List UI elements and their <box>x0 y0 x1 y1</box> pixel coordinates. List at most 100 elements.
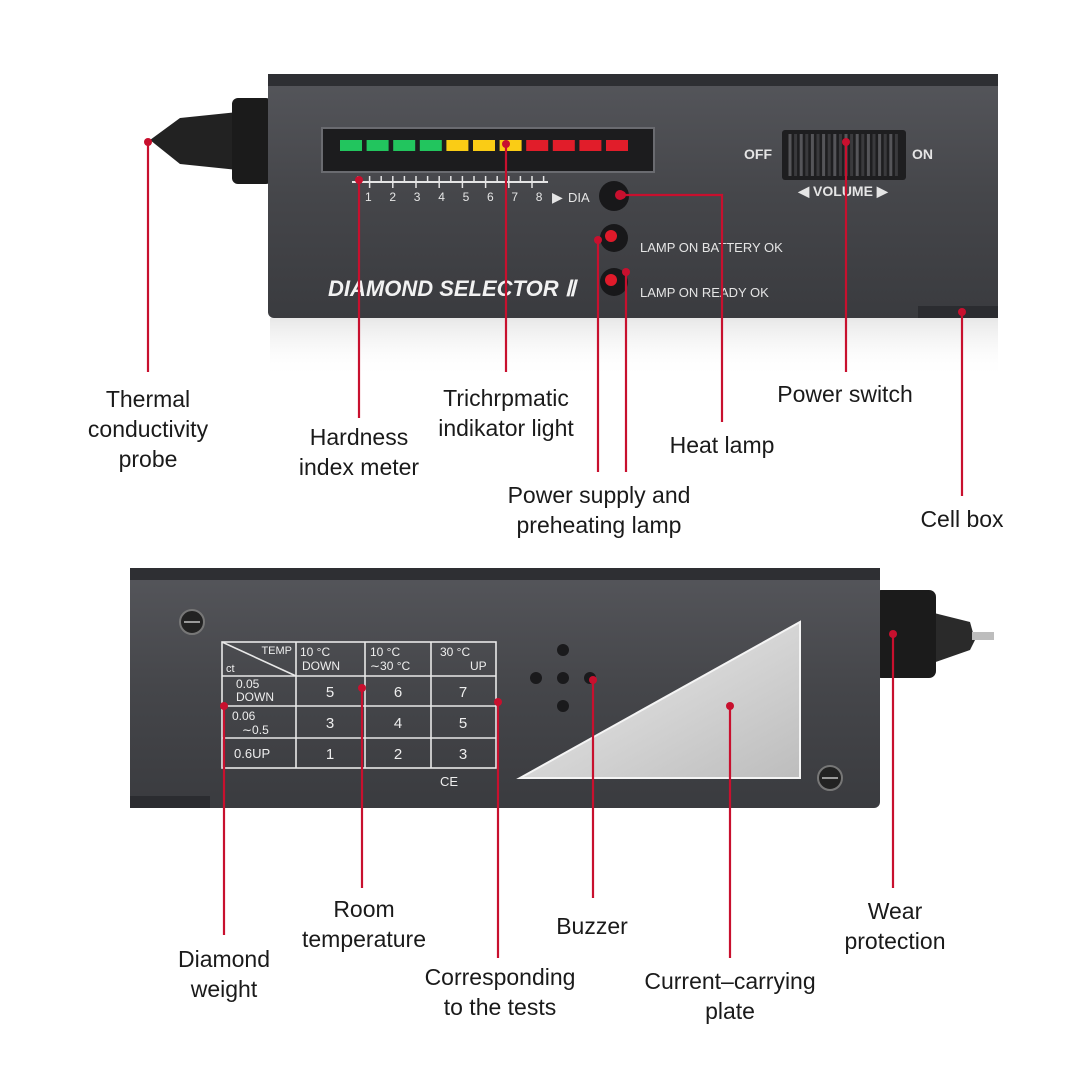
led-segment <box>340 140 362 151</box>
callout-line: Room <box>333 896 395 922</box>
callout-trichromatic-light: Trichrpmatic indikator light <box>416 383 596 443</box>
row-header-1-line1: 0.05 <box>236 677 260 691</box>
scale-number: 8 <box>536 190 543 204</box>
callout-corresponding-tests: Corresponding to the tests <box>402 962 598 1022</box>
on-label: ON <box>912 146 933 162</box>
callout-diamond-weight: Diamond weight <box>156 944 292 1004</box>
callout-line: Buzzer <box>556 913 628 939</box>
scale-number: 5 <box>463 190 470 204</box>
callout-power-supply: Power supply and preheating lamp <box>484 480 714 540</box>
row-header-2-line2: ∼0.5 <box>242 723 269 737</box>
led-segment <box>526 140 549 151</box>
table-cell: 7 <box>459 684 467 701</box>
dia-label: DIA <box>568 190 590 205</box>
table-cell: 3 <box>326 715 334 732</box>
callout-line: weight <box>190 976 258 1002</box>
led-segment <box>606 140 628 151</box>
led-segment <box>446 140 469 151</box>
led-segment <box>473 140 495 151</box>
probe-needle <box>972 632 994 640</box>
callout-line: index meter <box>298 454 420 480</box>
callout-line: Hardness <box>309 424 409 450</box>
scale-number: 7 <box>511 190 518 204</box>
callout-current-plate: Current–carrying plate <box>618 966 842 1026</box>
col-header-2-line2: ∼30 °C <box>370 659 411 673</box>
callout-line: indikator light <box>438 415 574 441</box>
heat-lamp-housing <box>599 181 629 211</box>
col-header-3-line2: UP <box>470 659 487 673</box>
callout-line: Corresponding <box>424 964 576 990</box>
col-header-1-line1: 10 °C <box>300 645 330 659</box>
off-label: OFF <box>744 146 772 162</box>
callout-thermal-probe: Thermal conductivity probe <box>66 384 230 474</box>
led-segment <box>366 140 389 151</box>
col-header-1-line2: DOWN <box>302 659 340 673</box>
temperature-table-grid <box>221 641 497 769</box>
ce-mark: CE <box>440 774 458 789</box>
thermal-probe-tip <box>150 112 238 170</box>
top-device-edge <box>268 74 998 86</box>
ready-lamp <box>605 274 617 286</box>
leader-dots <box>144 138 966 710</box>
scale-number: 2 <box>389 190 396 204</box>
callout-buzzer: Buzzer <box>534 911 650 941</box>
table-cell: 6 <box>394 684 402 701</box>
heat-lamp-leader <box>622 193 724 422</box>
buzzer-holes <box>530 644 596 712</box>
led-segment <box>579 140 602 151</box>
scale-number: 3 <box>414 190 421 204</box>
lamp-ready-label: LAMP ON READY OK <box>640 285 769 300</box>
row-header-2-line1: 0.06 <box>232 709 256 723</box>
bottom-device-edge <box>130 568 880 580</box>
callout-line: Cell box <box>920 506 1004 532</box>
led-segment <box>393 140 416 151</box>
callout-line: temperature <box>301 926 426 952</box>
led-segment <box>552 140 575 151</box>
table-cell: 4 <box>394 715 402 732</box>
callout-line: preheating lamp <box>516 512 682 538</box>
row-header-1-line2: DOWN <box>236 690 274 704</box>
bottom-probe-tip <box>930 612 975 664</box>
callout-line: to the tests <box>443 994 557 1020</box>
table-cell: 2 <box>394 746 402 763</box>
table-corner-temp: TEMP <box>261 645 292 657</box>
scale-number: 1 <box>365 190 372 204</box>
table-corner-ct: ct <box>226 663 235 675</box>
led-segment <box>419 140 442 151</box>
col-header-2-line1: 10 °C <box>370 645 400 659</box>
callout-line: Current–carrying <box>644 968 816 994</box>
led-segment <box>499 140 522 151</box>
volume-label: ◀ VOLUME ▶ <box>797 183 888 199</box>
callout-wear-protection: Wear protection <box>822 896 968 956</box>
bottom-cell-box <box>130 796 210 808</box>
table-cell: 5 <box>459 715 467 732</box>
top-device-reflection <box>270 318 998 378</box>
temperature-table: TEMP ct 10 °C DOWN 10 °C ∼30 °C 30 °C UP… <box>226 645 487 789</box>
callout-hardness-meter: Hardness index meter <box>278 422 440 482</box>
leader-lines <box>146 142 964 958</box>
callout-line: Heat lamp <box>669 432 775 458</box>
led-bar <box>340 140 628 151</box>
lamp-battery-label: LAMP ON BATTERY OK <box>640 240 783 255</box>
probe-collar <box>232 98 272 184</box>
table-cell: 5 <box>326 684 334 701</box>
scale-number: 4 <box>438 190 445 204</box>
callout-line: plate <box>705 998 755 1024</box>
col-header-3-line1: 30 °C <box>440 645 470 659</box>
callout-line: conductivity <box>87 416 209 442</box>
callout-room-temperature: Room temperature <box>282 894 446 954</box>
callout-line: Diamond <box>177 946 271 972</box>
wear-protection-collar <box>874 590 936 678</box>
battery-lamp <box>605 230 617 242</box>
dia-arrow: ▶ <box>552 189 563 205</box>
table-cell: 3 <box>459 746 467 763</box>
callout-line: protection <box>844 928 946 954</box>
callout-line: Power supply and <box>507 482 691 508</box>
table-cell: 1 <box>326 746 334 763</box>
callout-power-switch: Power switch <box>760 379 930 409</box>
callout-heat-lamp: Heat lamp <box>648 430 796 460</box>
bottom-device: TEMP ct 10 °C DOWN 10 °C ∼30 °C 30 °C UP… <box>130 568 994 808</box>
row-header-3: 0.6UP <box>234 746 270 761</box>
